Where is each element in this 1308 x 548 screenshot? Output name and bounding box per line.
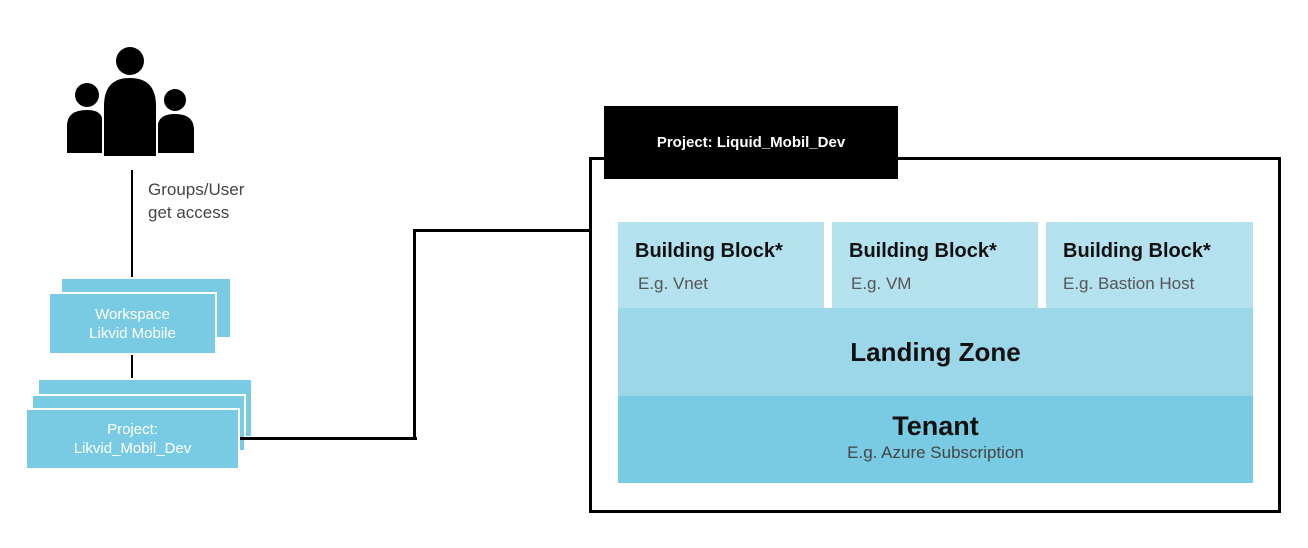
building-block-example: E.g. VM	[851, 274, 912, 293]
building-block-vm[interactable]: Building Block* E.g. VM	[832, 222, 1038, 308]
building-block-title: Building Block*	[635, 240, 783, 262]
building-block-title: Building Block*	[849, 240, 997, 262]
project-label-line2: Likvid_Mobil_Dev	[73, 440, 192, 457]
tenant-example: E.g. Azure Subscription	[847, 442, 1024, 462]
project-connector-vertical	[413, 230, 416, 440]
project-card[interactable]: Project: Likvid_Mobil_Dev	[25, 408, 240, 470]
tenant[interactable]: Tenant E.g. Azure Subscription	[618, 396, 1253, 483]
user-workspace-connector	[131, 170, 133, 294]
project-tab[interactable]: Project: Liquid_Mobil_Dev	[604, 106, 898, 179]
access-label: Groups/User get access	[148, 178, 308, 224]
access-label-line1: Groups/User	[148, 180, 245, 199]
building-block-bastion-host[interactable]: Building Block* E.g. Bastion Host	[1046, 222, 1253, 308]
landing-zone-title: Landing Zone	[850, 336, 1021, 367]
access-label-line2: get access	[148, 203, 230, 222]
project-label-line1: Project:	[107, 421, 158, 438]
building-block-example: E.g. Vnet	[638, 274, 708, 293]
project-connector-horizontal-2	[413, 229, 591, 232]
landing-zone[interactable]: Landing Zone	[618, 308, 1253, 396]
tenant-title: Tenant	[892, 410, 979, 441]
workspace-label-line2: Likvid Mobile	[89, 324, 176, 342]
building-block-title: Building Block*	[1063, 240, 1211, 262]
project-connector-horizontal-1	[240, 437, 417, 440]
workspace-card[interactable]: Workspace Likvid Mobile	[48, 292, 217, 355]
workspace-label-line1: Workspace	[95, 305, 170, 323]
building-block-vnet[interactable]: Building Block* E.g. Vnet	[618, 222, 824, 308]
building-block-example: E.g. Bastion Host	[1063, 274, 1195, 293]
people-group-icon	[67, 47, 194, 156]
